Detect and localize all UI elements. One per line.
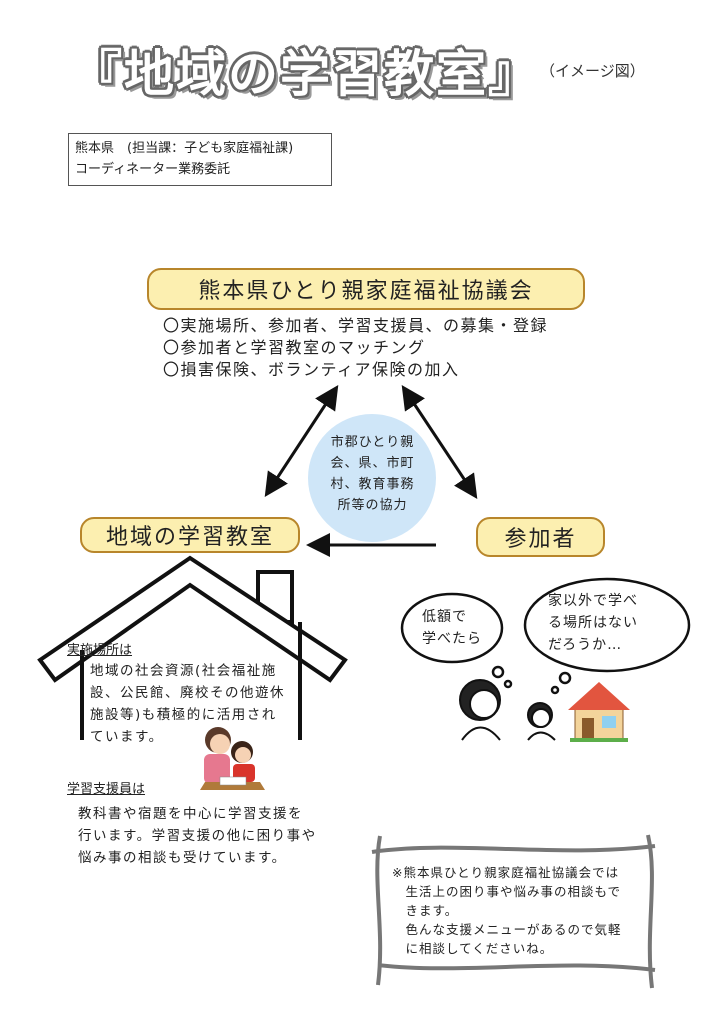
- parent-child-illustration: [459, 679, 556, 741]
- bubble-line: 家以外で学べ: [548, 593, 638, 609]
- thought-bubble-icon: [400, 577, 691, 695]
- role-item: 〇参加者と学習教室のマッチング: [163, 338, 426, 357]
- text-line: 施設等)も積極的に活用され: [90, 707, 277, 723]
- supporter-heading: 学習支援員は: [67, 782, 146, 797]
- text-line: ています。: [90, 729, 164, 745]
- role-item: 〇実施場所、参加者、学習支援員、の募集・登録: [163, 316, 549, 335]
- text-line: 地域の社会資源(社会福祉施: [90, 663, 277, 679]
- role-item: 〇損害保険、ボランティア保険の加入: [163, 360, 460, 379]
- organization-roles: 〇実施場所、参加者、学習支援員、の募集・登録 〇参加者と学習教室のマッチング 〇…: [163, 315, 548, 381]
- house-illustration: [568, 682, 630, 742]
- bubble-line: だろうか…: [548, 637, 623, 653]
- page-subtitle: （イメージ図）: [540, 62, 645, 80]
- tutoring-illustration: [200, 727, 265, 790]
- text-line: 行います。学習支援の他に困り事や: [78, 828, 317, 844]
- note-line: 色んな支援メニューがあるので気軽: [392, 922, 622, 937]
- cooperation-line: 所等の協力: [337, 498, 408, 513]
- participant-label: 参加者: [476, 517, 605, 557]
- cooperation-line: 会、県、市町: [330, 456, 415, 471]
- info-line: コーディネーター業務委託: [75, 162, 231, 177]
- info-line: 熊本県 (担当課：子ども家庭福祉課): [75, 141, 294, 156]
- arrow-org-venue: [264, 384, 339, 498]
- bubble-low-cost: 低額で 学べたら: [422, 606, 482, 650]
- bubble-line: る場所はない: [548, 615, 638, 631]
- text-line: 設、公民館、廃校その他遊休: [90, 685, 285, 701]
- bubble-line: 低額で: [422, 609, 467, 625]
- bubble-line: 学べたら: [422, 631, 482, 647]
- page-title: 『地域の学習教室』: [72, 45, 540, 103]
- text-line: 悩み事の相談も受けています。: [78, 850, 287, 866]
- info-box: 熊本県 (担当課：子ども家庭福祉課) コーディネーター業務委託: [68, 133, 332, 186]
- cooperation-line: 市郡ひとり親: [330, 435, 415, 450]
- note-line: ※熊本県ひとり親家庭福祉協議会では: [392, 865, 620, 880]
- arrow-org-participant: [401, 385, 478, 499]
- cooperation-line: 村、教育事務: [330, 477, 415, 492]
- venue-description: 地域の社会資源(社会福祉施 設、公民館、廃校その他遊休 施設等)も積極的に活用さ…: [90, 660, 285, 748]
- venue-heading: 実施場所は: [67, 643, 133, 658]
- bubble-place: 家以外で学べ る場所はない だろうか…: [548, 590, 638, 656]
- house-outline: [37, 555, 348, 740]
- note-frame: [371, 834, 656, 989]
- organization-label: 熊本県ひとり親家庭福祉協議会: [147, 268, 585, 310]
- note-line: 生活上の困り事や悩み事の相談もで: [392, 884, 622, 899]
- note-line: きます。: [392, 903, 459, 918]
- cooperation-text: 市郡ひとり親 会、県、市町 村、教育事務 所等の協力: [315, 432, 430, 516]
- venue-label: 地域の学習教室: [80, 517, 300, 553]
- consultation-note: ※熊本県ひとり親家庭福祉協議会では 生活上の困り事や悩み事の相談もで きます。 …: [392, 863, 622, 958]
- supporter-description: 教科書や宿題を中心に学習支援を 行います。学習支援の他に困り事や 悩み事の相談も…: [78, 803, 317, 869]
- text-line: 教科書や宿題を中心に学習支援を: [78, 806, 303, 822]
- note-line: に相談してくださいね。: [392, 941, 554, 956]
